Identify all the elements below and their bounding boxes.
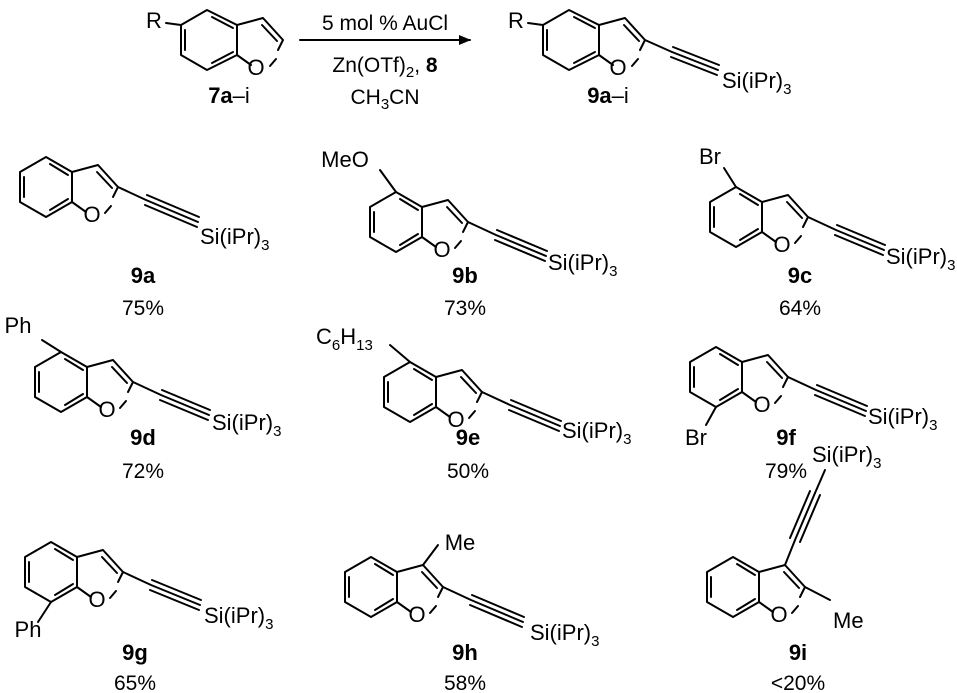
yield-9c: 64% bbox=[779, 297, 821, 320]
label-9f: 9f bbox=[776, 425, 796, 450]
oxygen-9f: O bbox=[753, 392, 770, 417]
label-9c: 9c bbox=[788, 263, 812, 288]
silyl-9e: Si(iPr)3 bbox=[562, 418, 631, 448]
substituent-9g: Ph bbox=[15, 617, 42, 642]
label-9h: 9h bbox=[452, 640, 478, 665]
condition-catalyst: 5 mol % AuCl bbox=[322, 12, 448, 35]
silyl-9c: Si(iPr)3 bbox=[886, 244, 955, 274]
oxygen-9e: O bbox=[447, 407, 464, 432]
silyl-9b: Si(iPr)3 bbox=[548, 250, 617, 280]
compound-9g: O Ph Si(iPr)3 9g 65% bbox=[15, 541, 273, 693]
compound-9a: O Si(iPr)3 9a 75% bbox=[19, 156, 269, 320]
compound-9d: O Ph Si(iPr)3 9d 72% bbox=[5, 313, 282, 483]
label-9i: 9i bbox=[789, 640, 807, 665]
silyl-9h: Si(iPr)3 bbox=[530, 620, 599, 650]
silyl-9a: Si(iPr)3 bbox=[200, 224, 269, 254]
compound-9h: O Me Si(iPr)3 9h 58% bbox=[344, 530, 599, 693]
label-9a: 9a bbox=[131, 263, 156, 288]
substituent-9h: Me bbox=[445, 530, 476, 555]
product-silyl: Si(iPr)3 bbox=[722, 68, 791, 98]
yield-9e: 50% bbox=[447, 460, 489, 483]
compound-9e: O C6H13 Si(iPr)3 9e 50% bbox=[316, 324, 631, 483]
oxygen-9a: O bbox=[83, 202, 100, 227]
yield-9a: 75% bbox=[122, 297, 164, 320]
reactant-r-group: R bbox=[146, 8, 162, 33]
substituent-9b: MeO bbox=[321, 147, 369, 172]
substituent-9f: Br bbox=[685, 425, 707, 450]
yield-9d: 72% bbox=[122, 460, 164, 483]
condition-solvent: CH3CN bbox=[350, 86, 419, 113]
substituent-9i: Me bbox=[833, 608, 864, 633]
compound-9b: O MeO Si(iPr)3 9b 73% bbox=[321, 147, 617, 320]
silyl-9g: Si(iPr)3 bbox=[204, 603, 273, 633]
reaction-arrow: 5 mol % AuCl Zn(OTf)2, 8 CH3CN bbox=[299, 12, 471, 113]
reactant-label: 7a–i bbox=[208, 83, 250, 108]
yield-9f: 79% bbox=[765, 460, 807, 483]
oxygen-9b: O bbox=[433, 237, 450, 262]
substituent-9d: Ph bbox=[5, 313, 32, 338]
label-9b: 9b bbox=[452, 263, 478, 288]
substituent-9c: Br bbox=[699, 144, 721, 169]
oxygen-9i: O bbox=[770, 602, 787, 627]
silyl-9d: Si(iPr)3 bbox=[212, 410, 281, 440]
compound-9f: O Br Si(iPr)3 9f 79% bbox=[685, 346, 937, 483]
oxygen-9c: O bbox=[773, 232, 790, 257]
oxygen-9g: O bbox=[88, 587, 105, 612]
substituent-9e: C6H13 bbox=[316, 324, 373, 354]
compound-9c: O Br Si(iPr)3 9c 64% bbox=[699, 144, 955, 320]
product-general: O R Si(iPr)3 9a–i bbox=[508, 8, 791, 108]
label-9e: 9e bbox=[456, 425, 480, 450]
yield-9h: 58% bbox=[444, 672, 486, 693]
product-label: 9a–i bbox=[587, 83, 629, 108]
condition-additive: Zn(OTf)2, 8 bbox=[332, 54, 438, 81]
reactant-oxygen: O bbox=[247, 55, 264, 80]
silyl-9i: Si(iPr)3 bbox=[812, 442, 881, 472]
label-9d: 9d bbox=[130, 425, 156, 450]
yield-9g: 65% bbox=[114, 672, 156, 693]
silyl-9f: Si(iPr)3 bbox=[868, 404, 937, 434]
oxygen-9h: O bbox=[408, 602, 425, 627]
yield-9b: 73% bbox=[444, 297, 486, 320]
label-9g: 9g bbox=[122, 640, 148, 665]
product-r-group: R bbox=[508, 8, 524, 33]
reactant-benzofuran: O R 7a–i bbox=[146, 8, 284, 108]
product-oxygen: O bbox=[609, 55, 626, 80]
oxygen-9d: O bbox=[98, 397, 115, 422]
compound-9i: O Me Si(iPr)3 9i <20% bbox=[706, 442, 881, 693]
yield-9i: <20% bbox=[771, 672, 825, 693]
